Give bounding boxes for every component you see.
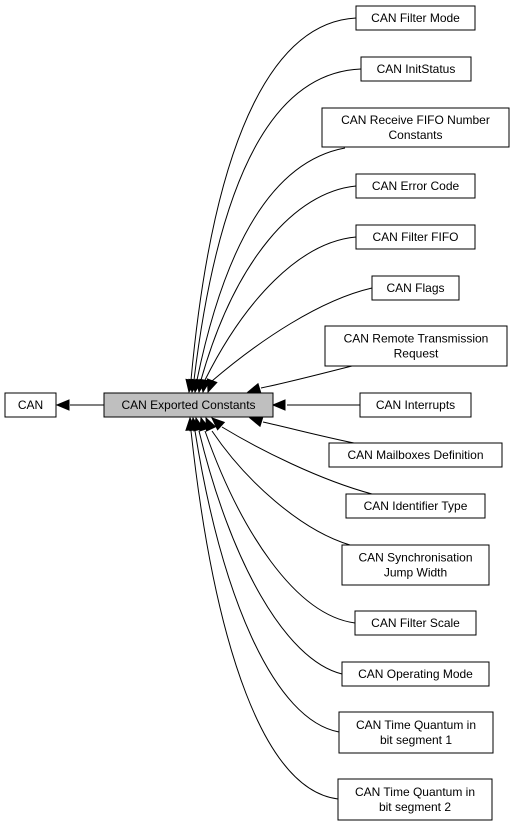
arrowhead-flags <box>206 378 218 394</box>
node-filter-scale[interactable]: CAN Filter Scale <box>354 610 477 636</box>
node-filter-fifo-box <box>355 224 476 250</box>
edge-filter-scale-to-exported <box>204 430 356 624</box>
edge-receive-fifo-to-exported <box>196 147 346 381</box>
node-sync-jump-label: CAN Synchronisation <box>358 551 472 565</box>
node-flags-box <box>371 275 460 301</box>
node-init-status-box <box>360 56 472 82</box>
edge-filter-mode-to-exported <box>190 17 357 381</box>
edge-init-status-to-exported <box>193 68 362 381</box>
node-receive-fifo-label: Constants <box>388 128 442 142</box>
node-filter-scale-box <box>354 610 477 636</box>
node-interrupts[interactable]: CAN Interrupts <box>359 392 472 418</box>
node-tq-seg2-box <box>337 778 493 821</box>
graph-edges <box>55 17 373 800</box>
node-error-code[interactable]: CAN Error Code <box>355 173 476 199</box>
arrowhead-mailboxes <box>248 416 264 428</box>
edge-tq-seg1-to-exported <box>194 430 340 733</box>
node-operating-mode-label: CAN Operating Mode <box>358 667 473 681</box>
arrowhead-tq-seg2 <box>185 416 197 431</box>
node-error-code-label: CAN Error Code <box>372 179 460 193</box>
node-remote-tx-box <box>324 325 508 367</box>
node-init-status-label: CAN InitStatus <box>377 62 456 76</box>
arrowhead-interrupts <box>271 399 286 411</box>
edge-flags-to-exported <box>211 287 373 382</box>
node-interrupts-box <box>359 392 472 418</box>
edge-mailboxes-to-exported <box>262 421 355 444</box>
node-can-box <box>4 392 57 418</box>
edge-identifier-type-to-exported <box>221 426 373 495</box>
node-tq-seg1-label: bit segment 1 <box>380 733 452 747</box>
edge-filter-fifo-to-exported <box>204 236 357 381</box>
node-mailboxes-label: CAN Mailboxes Definition <box>347 448 483 462</box>
node-mailboxes[interactable]: CAN Mailboxes Definition <box>328 442 503 468</box>
node-mailboxes-box <box>328 442 503 468</box>
arrowhead-remote-tx <box>246 382 262 394</box>
node-operating-mode[interactable]: CAN Operating Mode <box>341 661 490 687</box>
node-receive-fifo-label: CAN Receive FIFO Number <box>341 113 490 127</box>
node-can-exported-constants[interactable]: CAN Exported Constants <box>103 392 274 418</box>
node-filter-mode[interactable]: CAN Filter Mode <box>355 5 476 31</box>
edge-tq-seg2-to-exported <box>190 430 339 800</box>
node-tq-seg1-box <box>338 711 494 754</box>
node-error-code-box <box>355 173 476 199</box>
node-filter-mode-label: CAN Filter Mode <box>371 11 460 25</box>
node-can-exported-constants-box <box>103 392 274 418</box>
node-init-status[interactable]: CAN InitStatus <box>360 56 472 82</box>
edge-sync-jump-to-exported <box>211 430 351 546</box>
node-sync-jump-box <box>341 544 490 586</box>
edge-operating-mode-to-exported <box>198 430 343 675</box>
node-interrupts-label: CAN Interrupts <box>376 398 455 412</box>
node-identifier-type-box <box>345 493 486 519</box>
node-tq-seg1-label: CAN Time Quantum in <box>356 718 476 732</box>
graph-nodes: CAN CAN Exported Constants CAN Filter Mode… <box>4 5 510 821</box>
node-receive-fifo-box <box>321 107 510 148</box>
node-operating-mode-box <box>341 661 490 687</box>
node-can-exported-constants-label: CAN Exported Constants <box>121 398 255 412</box>
node-flags-label: CAN Flags <box>386 281 444 295</box>
node-filter-scale-label: CAN Filter Scale <box>371 616 460 630</box>
node-identifier-type[interactable]: CAN Identifier Type <box>345 493 486 519</box>
arrowhead-identifier-type <box>211 417 226 431</box>
arrowhead-exported-to-can <box>55 399 70 411</box>
node-remote-tx-label: Request <box>394 347 439 361</box>
node-filter-fifo[interactable]: CAN Filter FIFO <box>355 224 476 250</box>
node-can[interactable]: CAN <box>4 392 57 418</box>
node-sync-jump-label: Jump Width <box>384 566 447 580</box>
node-identifier-type-label: CAN Identifier Type <box>364 499 468 513</box>
edge-error-code-to-exported <box>200 185 357 381</box>
node-filter-mode-box <box>355 5 476 31</box>
node-tq-seg2-label: CAN Time Quantum in <box>355 785 475 799</box>
node-filter-fifo-label: CAN Filter FIFO <box>373 230 459 244</box>
node-flags[interactable]: CAN Flags <box>371 275 460 301</box>
node-tq-seg2-label: bit segment 2 <box>379 800 451 814</box>
edge-remote-tx-to-exported <box>260 365 353 389</box>
node-remote-tx-label: CAN Remote Transmission <box>344 332 489 346</box>
node-can-label: CAN <box>18 398 43 412</box>
